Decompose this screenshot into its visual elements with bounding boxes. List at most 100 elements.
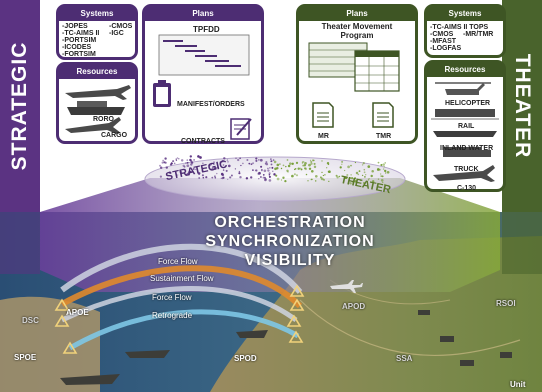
data-dot — [210, 163, 213, 166]
data-dots — [159, 155, 390, 186]
data-dot — [227, 178, 229, 180]
data-dot — [321, 160, 323, 162]
data-dot — [339, 166, 342, 169]
data-dot — [321, 171, 323, 174]
data-dot — [275, 174, 278, 177]
panel-title: Plans — [299, 7, 415, 21]
data-dot — [202, 162, 204, 164]
data-dot — [370, 174, 373, 178]
data-dot — [198, 177, 201, 179]
node-label-apoe: APOE — [66, 308, 89, 317]
data-dot — [354, 161, 357, 164]
data-dot — [205, 167, 207, 170]
data-dot — [363, 171, 366, 174]
data-dot — [219, 161, 222, 164]
data-dot — [227, 164, 231, 168]
data-dot — [176, 157, 179, 159]
inland-water-icon — [433, 131, 497, 137]
flow-label: Force Flow — [152, 293, 192, 302]
data-dot — [310, 169, 314, 173]
data-dot — [341, 160, 344, 163]
data-dot — [336, 176, 339, 179]
strategic-systems-panel: Systems -JOPES -TC-AIMS II -PORTSIM -ICO… — [56, 4, 138, 60]
data-dot — [186, 173, 189, 176]
data-dot — [347, 165, 350, 169]
data-dot — [386, 170, 390, 174]
data-dot — [240, 164, 242, 167]
node-label-spod: SPOD — [234, 354, 257, 363]
data-dot — [312, 159, 314, 162]
node-marker — [289, 298, 305, 311]
data-dot — [172, 160, 175, 163]
data-dot — [250, 163, 253, 166]
data-dot — [268, 175, 271, 178]
data-dot — [170, 162, 173, 164]
data-dot — [226, 159, 229, 161]
node-marker — [54, 298, 70, 311]
flow-label: Retrograde — [152, 311, 193, 320]
data-dot — [368, 178, 370, 180]
data-dot — [276, 177, 280, 181]
strategic-band: STRATEGIC — [0, 0, 40, 212]
data-dot — [185, 162, 187, 164]
central-labels: ORCHESTRATION SYNCHRONIZATION VISIBILITY — [100, 214, 480, 274]
data-dot — [248, 162, 251, 165]
force-flow-arc-2 — [60, 286, 298, 323]
panel-title: Systems — [59, 7, 135, 21]
tmr-doc-icon — [372, 102, 394, 128]
contracts-label: CONTRACTS — [181, 138, 225, 145]
data-dot — [381, 181, 384, 184]
data-dot — [208, 164, 211, 167]
data-dot — [175, 158, 177, 160]
strategic-resource-art — [65, 85, 131, 134]
data-dot — [214, 167, 217, 171]
data-dot — [342, 175, 344, 178]
node-marker — [288, 330, 304, 343]
data-dot — [310, 160, 313, 163]
data-dot — [289, 162, 292, 165]
roro-ship-icon — [67, 107, 125, 115]
data-dot — [295, 174, 299, 177]
theater-resource-art — [431, 82, 499, 182]
data-dot — [257, 172, 260, 176]
data-dot — [221, 177, 224, 180]
data-dot — [229, 176, 232, 179]
theater-systems-panel: Systems -TC-AIMS II TOPS -CMOS -MR/TMR -… — [424, 4, 506, 58]
data-dot — [267, 169, 270, 172]
theater-strip — [502, 212, 542, 274]
data-dot — [310, 162, 313, 165]
data-dot — [238, 172, 241, 175]
data-dot — [365, 174, 367, 176]
data-dot — [258, 177, 260, 180]
data-dot — [268, 172, 271, 175]
data-dot — [272, 170, 274, 172]
data-dot — [159, 166, 163, 169]
truck-icon — [443, 147, 481, 157]
system-item: -MFAST — [430, 38, 457, 45]
data-dot — [350, 174, 352, 176]
data-dot — [380, 173, 382, 175]
data-dot — [293, 173, 296, 176]
flow-label: Sustainment Flow — [150, 274, 214, 283]
data-dot — [159, 175, 162, 178]
data-dot — [261, 169, 263, 171]
data-dot — [222, 169, 225, 171]
data-dot — [383, 183, 386, 186]
data-dot — [309, 159, 312, 162]
data-dot — [265, 161, 268, 164]
orchestration-label: ORCHESTRATION — [214, 214, 366, 231]
data-dot — [354, 177, 357, 180]
data-dot — [173, 162, 176, 165]
theater-band-label: THEATER — [511, 53, 534, 159]
data-dot — [263, 169, 267, 173]
data-dot — [216, 166, 218, 169]
data-dot — [376, 168, 380, 171]
data-dot — [245, 177, 249, 180]
data-dot — [349, 182, 352, 185]
resource-label: CARGO — [101, 132, 128, 139]
clipboard-clip — [158, 80, 166, 85]
data-dot — [335, 174, 338, 177]
data-dot — [189, 155, 192, 158]
theater-resources-panel: Resources HELICOPTER RAIL INLAND WATER T… — [424, 60, 506, 192]
node-label-spoe: SPOE — [14, 353, 37, 362]
